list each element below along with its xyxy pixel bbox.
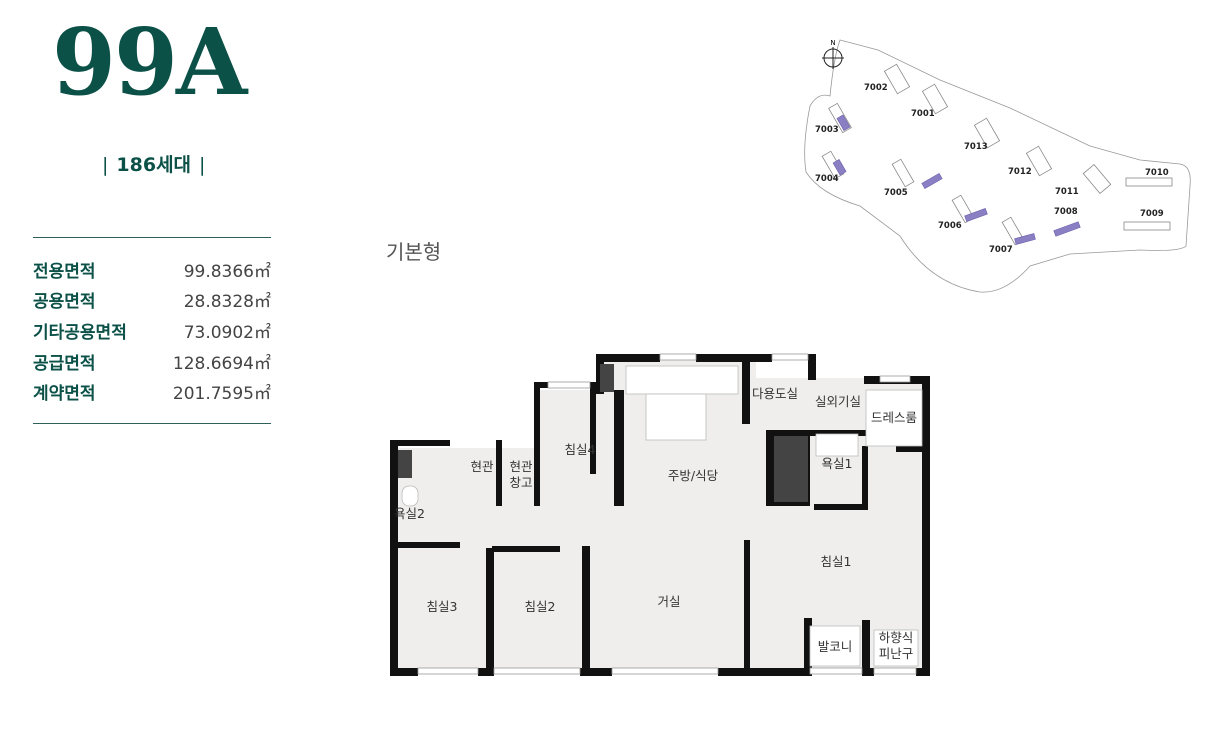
room-label-kitchen: 주방/식당 xyxy=(668,468,719,483)
escape-box xyxy=(873,629,919,667)
building-label: 7005 xyxy=(884,188,908,198)
window xyxy=(879,375,911,383)
area-value: 73.0902㎡ xyxy=(183,322,271,343)
area-value: 99.8366㎡ xyxy=(183,261,271,282)
room-label-bedroom4: 침실4 xyxy=(565,442,596,457)
area-label: 전용면적 xyxy=(33,261,96,282)
area-row: 전용면적 99.8366㎡ xyxy=(33,254,271,285)
building-7012 xyxy=(1025,145,1053,177)
building-label: 7013 xyxy=(964,142,988,152)
room-label-living: 거실 xyxy=(657,594,680,609)
building-label: 7004 xyxy=(815,174,839,184)
unit-highlight-7007 xyxy=(1014,233,1036,245)
building-7002 xyxy=(883,63,911,95)
unit-highlight-7006 xyxy=(964,208,988,222)
room-label-bedroom3: 침실3 xyxy=(427,599,458,614)
area-value: 201.7595㎡ xyxy=(172,384,271,405)
divider-left: | xyxy=(102,154,109,176)
building-label: 7008 xyxy=(1054,207,1078,217)
room-label-escape: 하향식 xyxy=(879,630,914,645)
divider-right: | xyxy=(199,154,206,176)
site-map: N 7002 7001 7003 7013 7012 7004 7005 701… xyxy=(804,39,1191,293)
plan-type-label: 기본형 xyxy=(386,240,442,264)
site-boundary xyxy=(804,39,1191,293)
window xyxy=(493,667,581,675)
room-label-bath1: 욕실1 xyxy=(822,456,853,471)
north-arrow-icon: N xyxy=(822,39,844,69)
room-label-bath2: 욕실2 xyxy=(394,506,425,521)
building-label: 7009 xyxy=(1140,209,1164,219)
unit-highlight-7004 xyxy=(832,159,847,176)
building-7005 xyxy=(891,158,915,188)
room-label-entrance: 현관 xyxy=(470,459,494,474)
window xyxy=(809,667,863,675)
window xyxy=(659,353,697,361)
building-7010 xyxy=(1125,177,1173,187)
area-label: 공용면적 xyxy=(33,292,96,313)
toilet xyxy=(401,485,419,507)
area-row: 공급면적 128.6694㎡ xyxy=(33,346,271,377)
area-table: 전용면적 99.8366㎡ 공용면적 28.8328㎡ 기타공용면적 73.09… xyxy=(33,237,271,424)
room-label-storage: 창고 xyxy=(509,475,532,490)
storage-block xyxy=(774,436,808,502)
building-label: 7003 xyxy=(815,125,839,135)
shaft-block xyxy=(398,450,412,478)
building-label: 7001 xyxy=(911,109,935,119)
area-label: 공급면적 xyxy=(33,353,96,374)
window xyxy=(873,667,917,675)
area-value: 28.8328㎡ xyxy=(183,292,271,313)
room-label-bedroom1: 침실1 xyxy=(821,554,852,569)
room-label-bedroom2: 침실2 xyxy=(525,599,556,614)
building-label: 7007 xyxy=(989,245,1013,255)
unit-highlight-7008 xyxy=(1053,221,1081,237)
building-label: 7011 xyxy=(1055,187,1079,197)
area-row: 계약면적 201.7595㎡ xyxy=(33,376,271,407)
area-row: 기타공용면적 73.0902㎡ xyxy=(33,315,271,346)
balcony-box xyxy=(809,625,861,667)
building-label: 7006 xyxy=(938,221,962,231)
floor-plan: 다용도실 실외기실 드레스룸 침실4 현관 현관 창고 주방/식당 욕실1 욕실… xyxy=(390,353,930,676)
room-label-balcony: 발코니 xyxy=(818,639,853,654)
kitchen-counter xyxy=(625,365,739,395)
area-label: 계약면적 xyxy=(33,384,96,405)
area-row: 공용면적 28.8328㎡ xyxy=(33,285,271,316)
window xyxy=(771,353,809,361)
room-label-entrance-storage: 현관 xyxy=(509,459,533,474)
unit-count: | 186세대 | xyxy=(94,150,213,177)
room-label-dress: 드레스룸 xyxy=(871,410,917,425)
building-7009 xyxy=(1123,221,1171,231)
room-label-outdoor: 실외기실 xyxy=(815,394,861,409)
building-7011 xyxy=(1082,163,1112,195)
building-label: 7012 xyxy=(1008,167,1032,177)
area-label: 기타공용면적 xyxy=(33,322,127,343)
building-label: 7002 xyxy=(864,83,888,93)
north-label: N xyxy=(830,39,835,47)
kitchen-island xyxy=(645,393,707,441)
unit-count-text: 186세대 xyxy=(116,154,192,176)
window xyxy=(417,667,479,675)
type-title: 99A xyxy=(52,8,247,116)
unit-highlight-7005 xyxy=(921,172,943,190)
room-label-multi: 다용도실 xyxy=(752,386,798,401)
bathtub xyxy=(815,433,859,457)
building-7001 xyxy=(921,83,949,115)
dress-box xyxy=(865,389,923,447)
shaft-block xyxy=(600,364,614,392)
building-label: 7010 xyxy=(1145,168,1169,178)
area-value: 128.6694㎡ xyxy=(172,353,271,374)
building-7013 xyxy=(973,117,1001,149)
window xyxy=(611,667,719,675)
unit-highlight-7003 xyxy=(836,114,851,131)
window xyxy=(547,381,591,389)
room-label-escape-2: 피난구 xyxy=(879,646,914,661)
